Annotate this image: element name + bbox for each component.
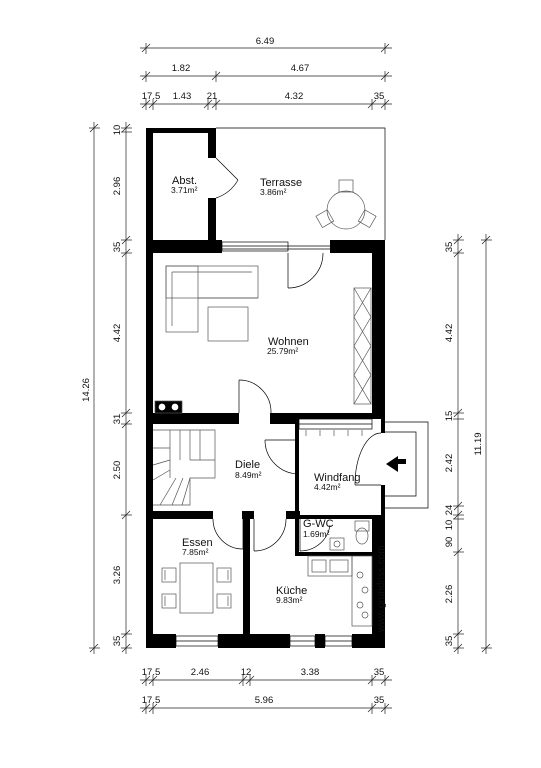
left-dimensions: 14.26 10 2.96 35 4.42 31 2.50 3.26 35 <box>81 122 132 654</box>
dim-bot-w3: 12 <box>241 667 252 678</box>
room-name-kueche: Küche <box>276 585 307 597</box>
dim-top-w4: 4.32 <box>285 91 304 102</box>
dim-left-2: 2.96 <box>112 177 123 196</box>
room-area-abst: 3.71m² <box>171 185 198 195</box>
doors <box>212 157 429 552</box>
room-area-wohnen: 25.79m² <box>267 346 298 356</box>
dim-left-3: 35 <box>112 242 123 253</box>
dim-left-5: 31 <box>112 414 123 425</box>
dim-right-6: 10 <box>444 520 455 531</box>
dim-bot-w5: 35 <box>374 667 385 678</box>
dim-top-total: 6.49 <box>256 36 275 47</box>
room-name-gwc: G-WC <box>303 518 334 530</box>
dim-left-6: 2.50 <box>112 461 123 480</box>
dim-right-total: 11.19 <box>473 432 484 455</box>
room-name-essen: Essen <box>182 537 213 549</box>
dim-right-1: 35 <box>444 242 455 253</box>
dim-left-7: 3.26 <box>112 566 123 585</box>
terrace-outline <box>216 127 386 240</box>
dim-bot-w4: 3.38 <box>301 667 320 678</box>
room-area-gwc: 1.69m² <box>303 529 330 539</box>
watermark: www.grundriss.com <box>376 545 387 633</box>
dim-top-w2: 1.43 <box>173 91 192 102</box>
room-name-abst: Abst. <box>172 175 197 187</box>
room-area-kueche: 9.83m² <box>276 595 303 605</box>
room-name-diele: Diele <box>235 459 260 471</box>
room-area-essen: 7.85m² <box>182 547 209 557</box>
room-name-windfang: Windfang <box>314 472 360 484</box>
dim-bot2-w3: 35 <box>374 695 385 706</box>
room-area-windfang: 4.42m² <box>314 482 341 492</box>
entry-arrowhead-icon <box>386 456 398 472</box>
top-dimensions: 6.49 1.82 4.67 17.5 1.43 21 4.32 35 <box>140 36 392 110</box>
dim-top-w5: 35 <box>374 91 385 102</box>
windows <box>175 241 373 647</box>
room-area-terrasse: 3.86m² <box>260 187 287 197</box>
room-labels: Abst. 3.71m² Terrasse 3.86m² Wohnen 25.7… <box>171 175 360 605</box>
dim-bot-w2: 2.46 <box>191 667 210 678</box>
dim-left-1: 10 <box>112 125 123 136</box>
dim-left-4: 4.42 <box>112 324 123 343</box>
dim-left-total: 14.26 <box>81 378 92 402</box>
room-area-diele: 8.49m² <box>235 470 262 480</box>
dim-right-9: 35 <box>444 636 455 647</box>
bottom-dimensions: 17.5 2.46 12 3.38 35 17.5 5.96 35 <box>140 667 392 714</box>
dim-left-8: 35 <box>112 636 123 647</box>
dim-right-3: 15 <box>444 411 455 422</box>
dim-right-5: 24 <box>444 505 455 516</box>
dim-top-abst: 1.82 <box>172 63 191 74</box>
room-name-wohnen: Wohnen <box>268 336 309 348</box>
dim-top-w3: 21 <box>207 91 218 102</box>
room-name-terrasse: Terrasse <box>260 177 302 189</box>
furniture <box>152 179 377 627</box>
dim-right-7: 90 <box>444 537 455 548</box>
right-dimensions: 11.19 35 4.42 15 2.42 24 10 90 2.26 35 <box>444 234 492 654</box>
dim-bot2-w2: 5.96 <box>255 695 274 706</box>
dim-top-w1: 17.5 <box>142 91 161 102</box>
dim-bot2-w1: 17.5 <box>142 695 161 706</box>
dim-top-terrasse: 4.67 <box>291 63 310 74</box>
walls <box>146 128 385 648</box>
dim-right-2: 4.42 <box>444 324 455 343</box>
dim-right-8: 2.26 <box>444 585 455 604</box>
dim-right-4: 2.42 <box>444 454 455 473</box>
dim-bot-w1: 17.5 <box>142 667 161 678</box>
